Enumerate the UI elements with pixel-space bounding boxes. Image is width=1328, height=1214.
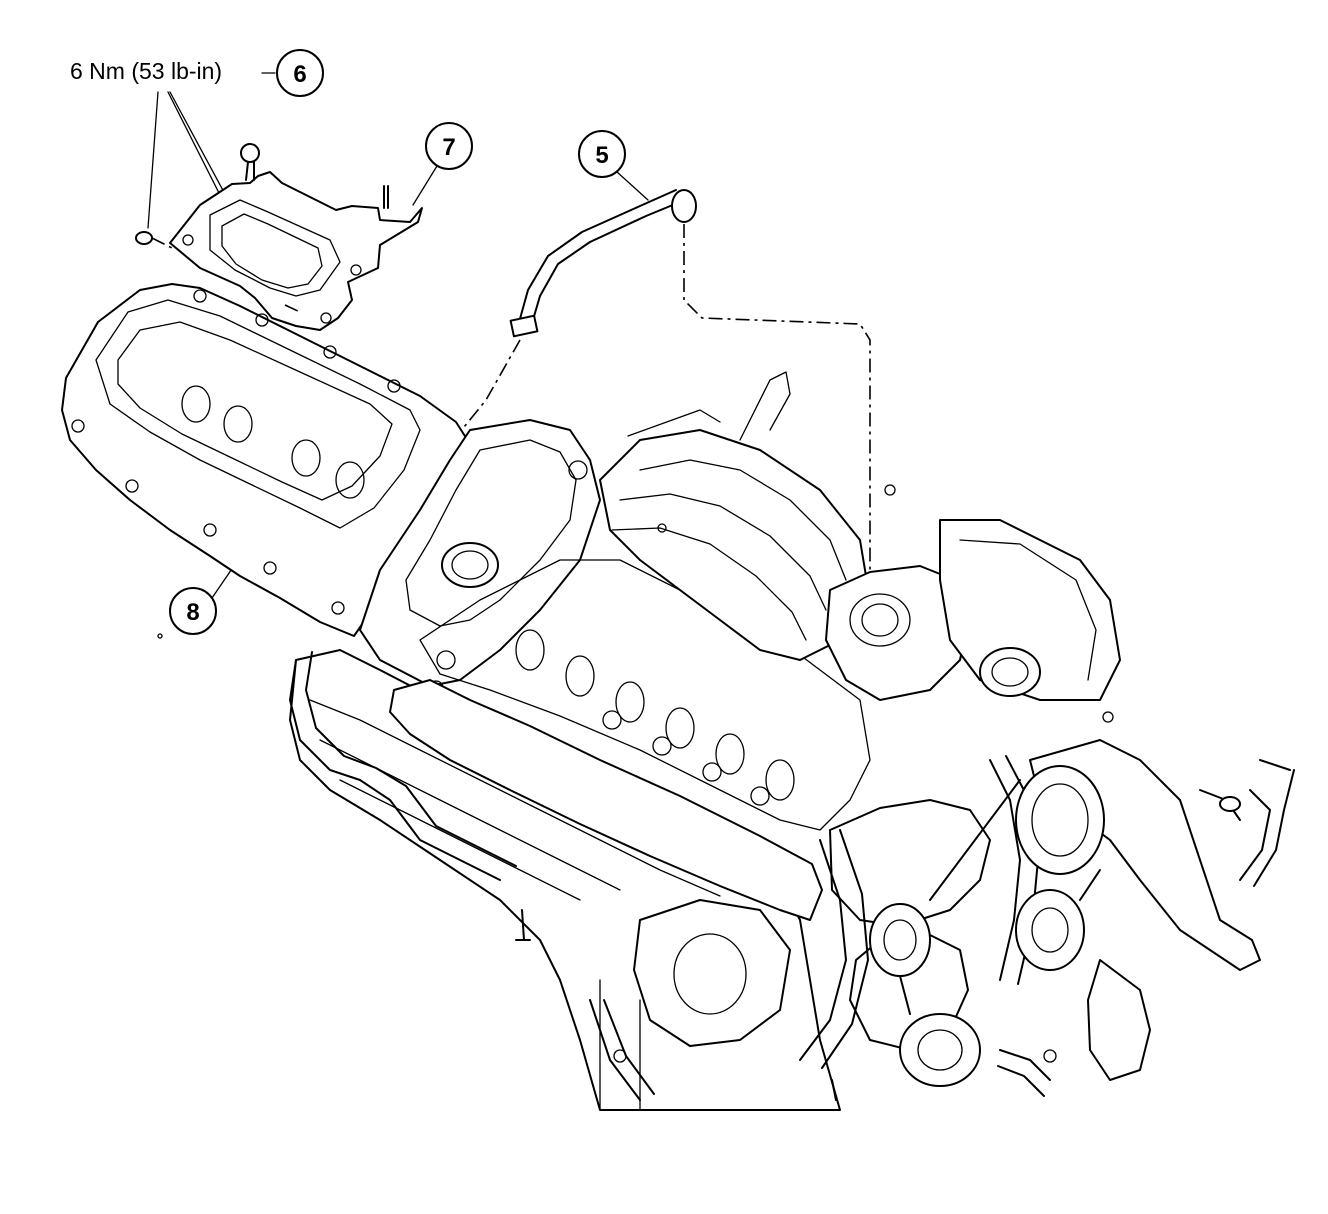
- cylinder-head: [389, 559, 871, 921]
- callout-7: 7: [412, 122, 473, 206]
- callout-8: 8: [169, 559, 239, 635]
- callout-8-number: 8: [186, 599, 199, 626]
- callout-7-number: 7: [442, 134, 455, 161]
- bolt-icon: [157, 484, 1114, 1101]
- torque-spec-label: 6 Nm (53 lb-in): [70, 58, 223, 84]
- accessory-drive: [869, 765, 1105, 1087]
- intake-manifold: [359, 419, 601, 696]
- callout-6: 6: [261, 49, 324, 97]
- callout-6-number: 6: [293, 61, 306, 88]
- throttle-body: [825, 519, 1121, 701]
- callout-5: 5: [578, 130, 649, 201]
- callout-5-number: 5: [595, 142, 608, 169]
- lower-hoses: [289, 651, 1151, 1101]
- coolant-hoses: [799, 739, 1295, 1069]
- bracket: [151, 143, 423, 331]
- pcv-hose: [459, 189, 871, 580]
